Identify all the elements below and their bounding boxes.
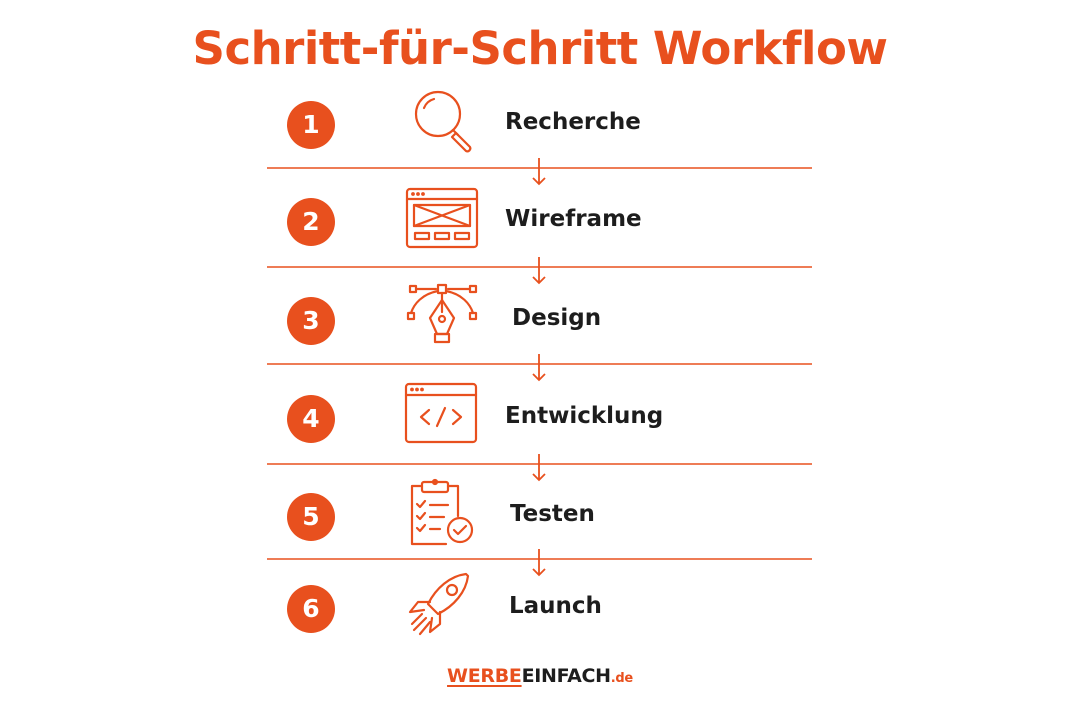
step-number-badge: 2 — [287, 198, 335, 246]
separator-arrow — [267, 454, 812, 482]
step-number-badge: 4 — [287, 395, 335, 443]
step-label: Testen — [510, 501, 595, 527]
step-number-badge: 1 — [287, 101, 335, 149]
step-4: 4 Entwicklung — [0, 380, 1080, 456]
step-2: 2 Wireframe — [0, 186, 1080, 256]
pen-tool-bezier-icon — [400, 282, 480, 358]
clipboard-checklist-icon — [400, 478, 480, 554]
step-6: 6 Launch — [0, 570, 1080, 646]
logo-wordmark: WERBEEINFACH.de — [447, 665, 633, 687]
step-number-badge: 5 — [287, 493, 335, 541]
step-5: 5 Testen — [0, 478, 1080, 554]
rocket-icon — [400, 570, 480, 646]
step-label: Recherche — [505, 109, 641, 135]
separator-arrow — [267, 549, 812, 577]
separator-arrow — [267, 158, 812, 186]
step-number-badge: 6 — [287, 585, 335, 633]
separator-arrow — [267, 354, 812, 382]
step-label: Entwicklung — [505, 403, 664, 429]
step-label: Launch — [509, 593, 602, 619]
step-label: Design — [512, 305, 602, 331]
page-title: Schritt-für-Schritt Workflow — [192, 22, 888, 75]
code-window-icon — [400, 380, 480, 456]
brand-logo: WERBEEINFACH.de — [0, 665, 1080, 687]
step-3: 3 Design — [0, 282, 1080, 358]
separator-arrow — [267, 257, 812, 285]
wireframe-window-icon — [400, 183, 480, 259]
step-label: Wireframe — [505, 206, 642, 232]
step-number-badge: 3 — [287, 297, 335, 345]
step-1: 1 Recherche — [0, 89, 1080, 159]
magnifier-icon — [400, 86, 480, 162]
